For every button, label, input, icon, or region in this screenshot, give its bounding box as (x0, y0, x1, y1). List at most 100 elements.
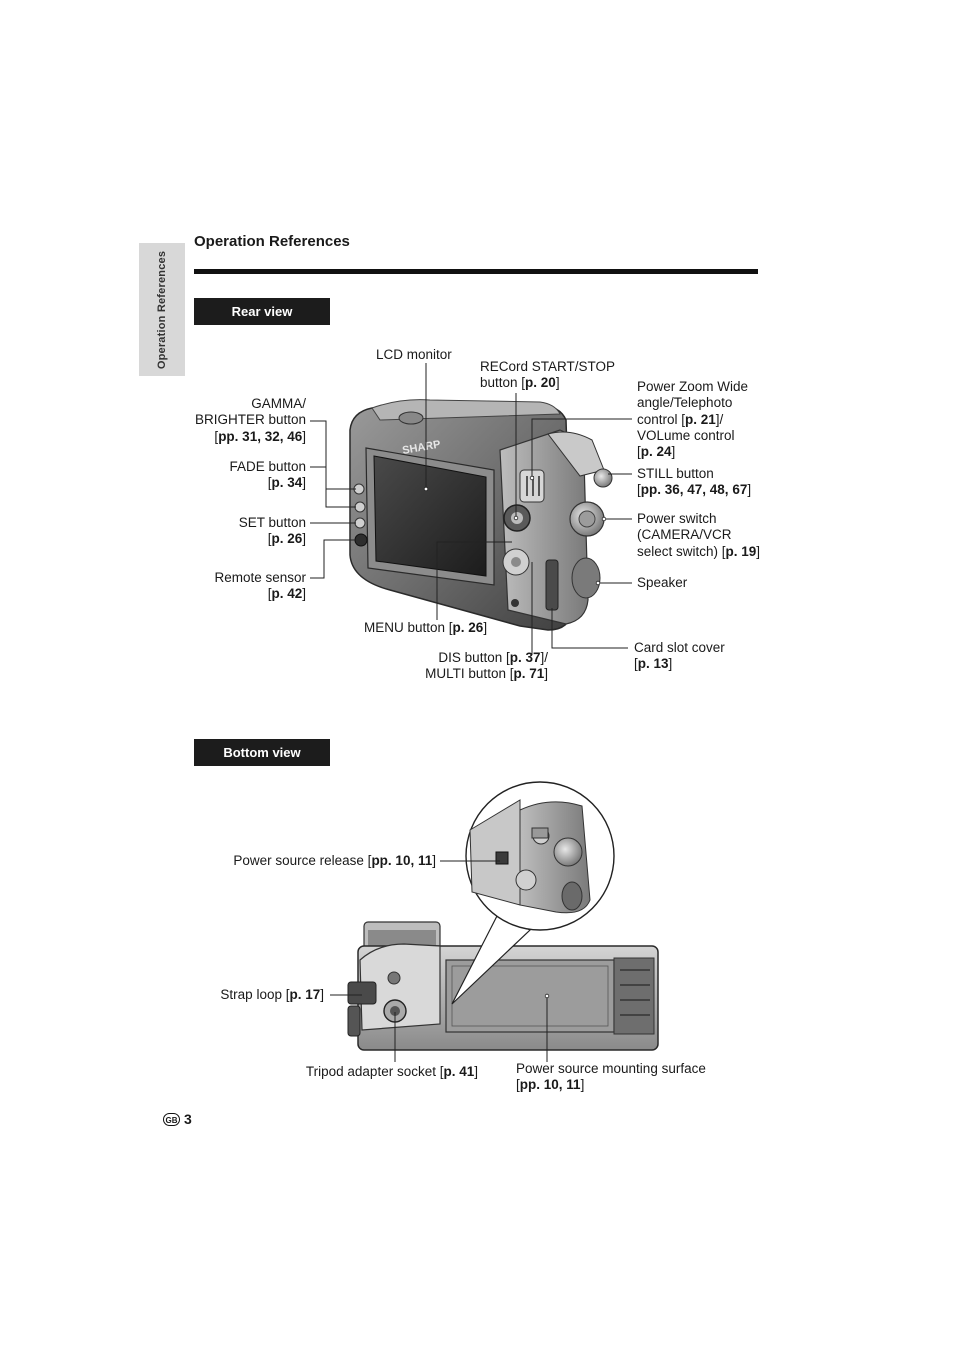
label-record-line2: button [p. 20] (480, 375, 615, 391)
page-ref: pp. 31, 32, 46 (218, 428, 303, 444)
label-zoom-control: Power Zoom Wide angle/Telephoto control … (637, 379, 748, 460)
lcd-screen (373, 455, 487, 577)
page-ref: p. 42 (271, 586, 303, 602)
label-dis-line1: DIS button [p. 37]/ (425, 650, 548, 666)
label-text: Tripod adapter socket [ (305, 1064, 444, 1079)
side-tab: Operation References (139, 243, 185, 376)
leader-dot (513, 515, 519, 521)
label-gamma-button: GAMMA/ BRIGHTER button [pp. 31, 32, 46] (195, 396, 306, 445)
set-button[interactable] (354, 517, 366, 529)
label-zoom-line2: angle/Telephoto (637, 395, 733, 411)
label-remote-sensor: Remote sensor [p. 42] (214, 570, 306, 603)
leader-dot (423, 486, 429, 492)
label-card-slot: Card slot cover [p. 13] (634, 640, 725, 673)
leader-card (551, 608, 628, 649)
leader-remote (310, 539, 356, 579)
label-fade-button: FADE button [p. 34] (229, 459, 306, 492)
callout-dial (553, 837, 583, 867)
label-fade-line2: [p. 34] (267, 475, 306, 491)
leader-dots (423, 475, 607, 586)
label-dis-multi-button: DIS button [p. 37]/ MULTI button [p. 71] (425, 650, 548, 683)
callout-release-latch (495, 851, 509, 865)
label-text: button [ (480, 375, 526, 391)
title-rule (194, 269, 758, 274)
top-dial (398, 411, 424, 425)
label-fade-line1: FADE button (229, 459, 306, 474)
label-text: ] (555, 375, 560, 391)
label-zoom-line3: control [p. 21]/ (637, 412, 748, 428)
power-switch-center (578, 510, 596, 528)
label-card-line2: [p. 13] (634, 656, 673, 672)
battery-end (613, 957, 655, 1035)
page-number: GB 3 (163, 1111, 192, 1127)
label-text: control [ (637, 411, 686, 427)
label-still-line1: STILL button (637, 466, 714, 481)
page-ref: p. 26 (452, 620, 484, 635)
label-menu-button: MENU button [p. 26] (364, 620, 488, 635)
leader-gamma (310, 420, 356, 490)
page-ref: p. 37 (509, 650, 541, 665)
page-ref: p. 24 (640, 444, 672, 460)
indicator-lamp (511, 599, 519, 607)
page-ref: p. 34 (271, 475, 303, 491)
still-button[interactable] (593, 468, 613, 488)
callout-selector (515, 869, 537, 891)
mounting-surface-inner (451, 965, 609, 1027)
page-ref: pp. 36, 47, 48, 67 (640, 482, 748, 498)
label-set-line1: SET button (238, 515, 306, 530)
tripod-socket-hole (390, 1006, 400, 1016)
multi-selector-center (511, 557, 521, 567)
label-mount-line2: [pp. 10, 11] (516, 1077, 585, 1093)
label-text: MENU button [ (364, 620, 453, 635)
bottom-leader-lines (330, 860, 548, 1062)
page-ref: pp. 10, 11 (371, 853, 433, 868)
card-slot-cover[interactable] (545, 559, 559, 611)
tripod-plate (359, 943, 441, 1031)
page-ref: p. 19 (725, 543, 757, 559)
section-title: Operation References (194, 233, 350, 250)
label-text: MULTI button [ (425, 666, 514, 682)
leader-dot (601, 516, 607, 522)
label-gamma-line3: [pp. 31, 32, 46] (214, 428, 306, 444)
callout-lever (531, 827, 549, 839)
page-number-value: 3 (184, 1111, 192, 1127)
label-power-line2: (CAMERA/VCR (637, 527, 732, 543)
leader-dot (544, 993, 550, 999)
page-ref: p. 26 (271, 531, 303, 547)
label-text: ]/ (540, 650, 548, 665)
bottom-camera-drawing (347, 921, 659, 1051)
leader-menu (436, 541, 512, 620)
leader-dot (595, 580, 601, 586)
label-remote-line2: [p. 42] (267, 586, 306, 602)
label-power-source-release: Power source release [pp. 10, 11] (233, 853, 436, 868)
label-set-button: SET button [p. 26] (239, 515, 306, 548)
label-zoom-line1: Power Zoom Wide (637, 379, 749, 394)
remote-sensor (354, 533, 368, 547)
detail-callout (451, 781, 615, 1005)
label-tripod-socket: Tripod adapter socket [p. 41] (305, 1064, 478, 1079)
label-card-line1: Card slot cover (634, 640, 725, 655)
page-ref: p. 20 (525, 375, 556, 391)
label-speaker: Speaker (637, 575, 688, 590)
label-text: DIS button [ (438, 650, 510, 665)
label-gamma-line1: GAMMA/ (251, 396, 306, 411)
label-text: ]/ (715, 411, 724, 427)
page-ref: pp. 10, 11 (519, 1077, 581, 1093)
speaker-grille (571, 557, 601, 599)
callout-speaker (561, 881, 583, 911)
page-ref: p. 21 (685, 411, 716, 427)
label-mounting-surface: Power source mounting surface [pp. 10, 1… (516, 1061, 706, 1094)
strap-loop (347, 981, 377, 1005)
leader-fade (310, 466, 356, 508)
page-ref: p. 41 (443, 1064, 475, 1079)
fade-button[interactable] (354, 501, 366, 513)
label-remote-line1: Remote sensor (214, 570, 306, 585)
strap-loop-base (347, 1005, 361, 1037)
grip-housing (547, 431, 605, 477)
label-text: select switch) [ (637, 543, 726, 559)
leader-zoom (531, 418, 632, 478)
label-record-line1: RECord START/STOP (480, 359, 616, 374)
label-mount-line1: Power source mounting surface (516, 1061, 706, 1076)
rear-view-header: Rear view (194, 298, 330, 325)
label-record-button: RECord START/STOP button [p. 20] (480, 359, 615, 392)
